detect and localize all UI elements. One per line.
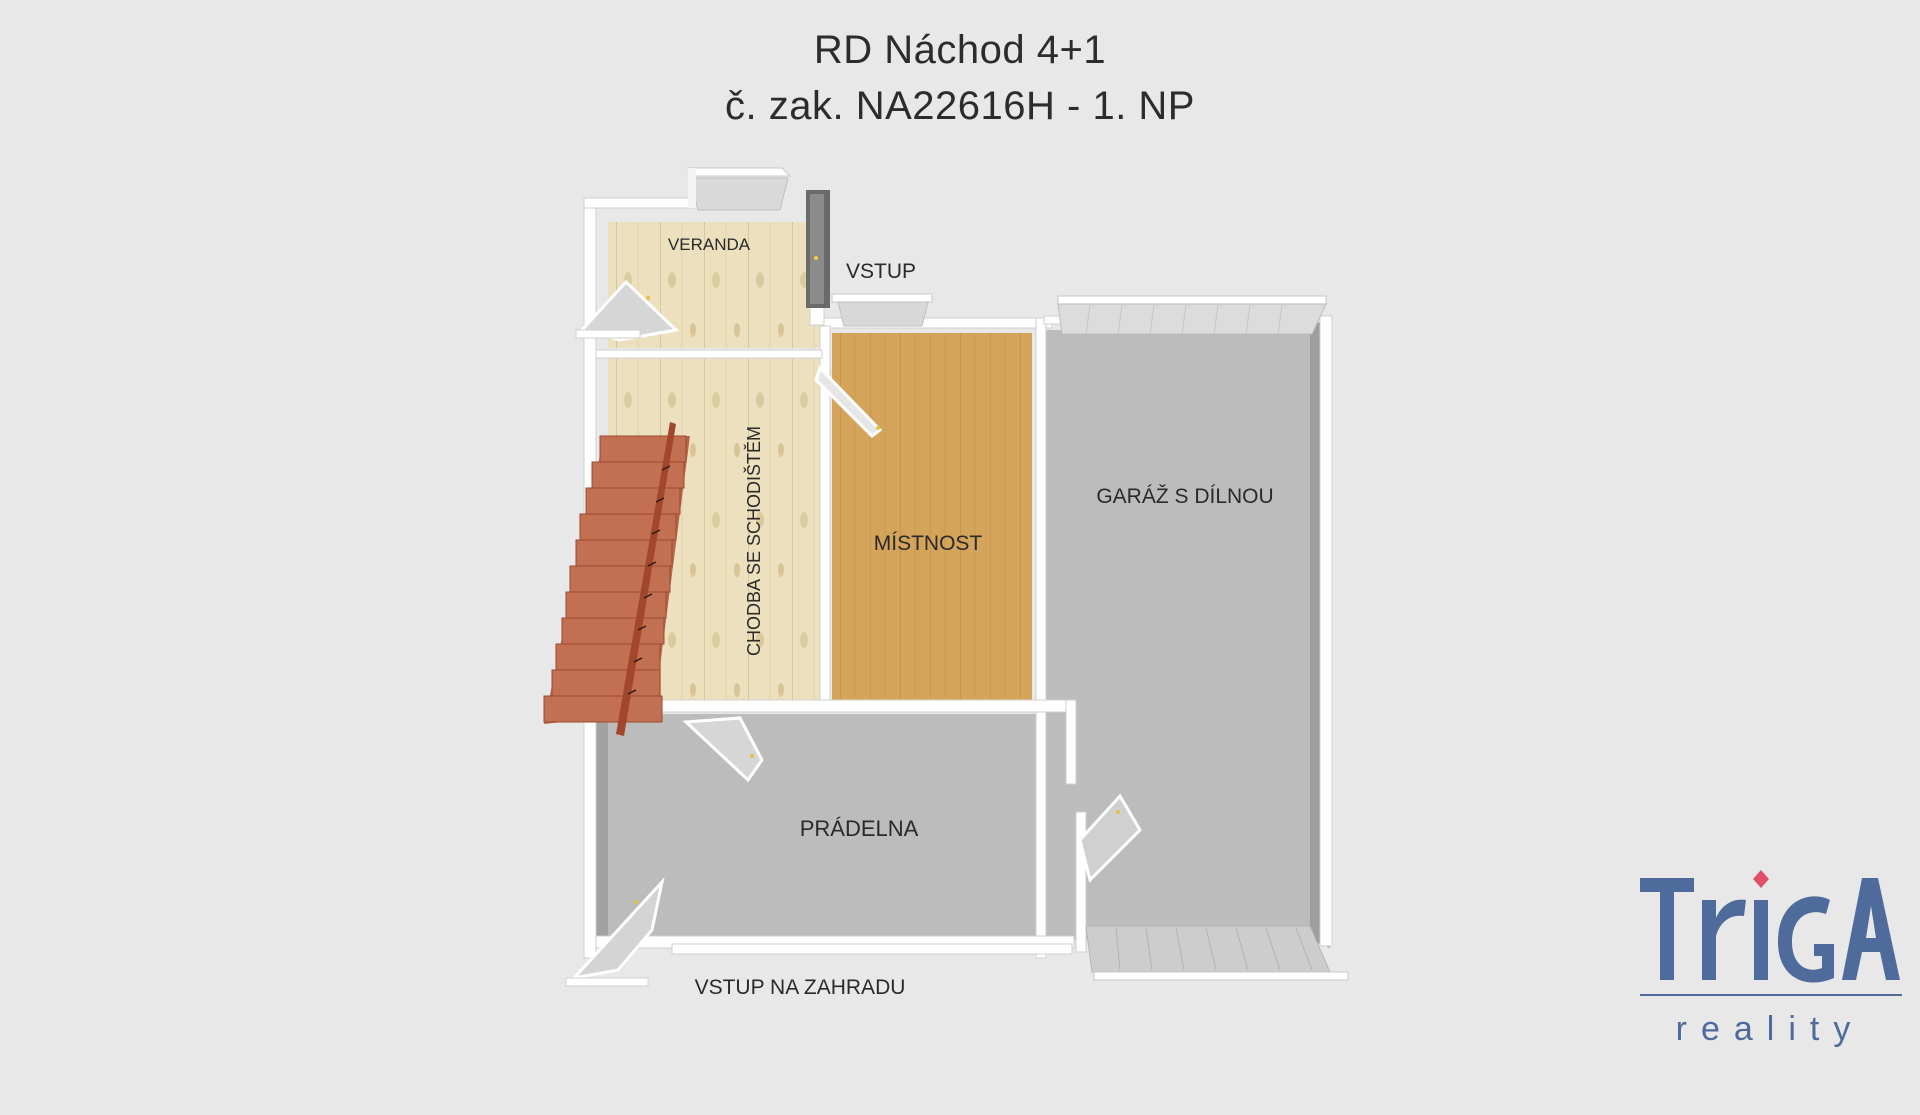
chodba-pradelna-door (682, 716, 764, 783)
triga-wordmark (1640, 870, 1900, 983)
label-pradelna: PRÁDELNA (800, 816, 919, 841)
logo-accent-diamond (1753, 870, 1769, 888)
label-veranda: VERANDA (668, 235, 751, 254)
label-chodba: CHODBA SE SCHODIŠTĚM (743, 426, 764, 656)
veranda-window (686, 167, 792, 211)
garaz-top-window (1057, 295, 1327, 335)
doors (565, 279, 1142, 987)
zahrada-door (569, 876, 665, 981)
vstup-window (831, 293, 933, 327)
pradelna-garaz-door (1078, 793, 1142, 883)
mistnost-floor (832, 333, 1032, 701)
pradelna-floor (608, 714, 1072, 936)
label-vstup-zahrada: VSTUP NA ZAHRADU (695, 976, 906, 999)
title-line-2: č. zak. NA22616H - 1. NP (725, 84, 1195, 128)
title-line-1: RD Náchod 4+1 (813, 28, 1107, 72)
label-mistnost: MÍSTNOST (874, 532, 983, 555)
label-garaz: GARÁŽ S DÍLNOU (1096, 485, 1273, 508)
chodba-mistnost-door (814, 365, 883, 438)
garaz-gate (1085, 925, 1349, 981)
staircase (543, 422, 690, 736)
plan-title: RD Náchod 4+1 č. zak. NA22616H - 1. NP (0, 22, 1920, 134)
triga-logo: reality (1630, 860, 1910, 1070)
logo-tagline: reality (1676, 1010, 1865, 1048)
entry-door (806, 190, 830, 308)
label-vstup: VSTUP (846, 260, 916, 283)
